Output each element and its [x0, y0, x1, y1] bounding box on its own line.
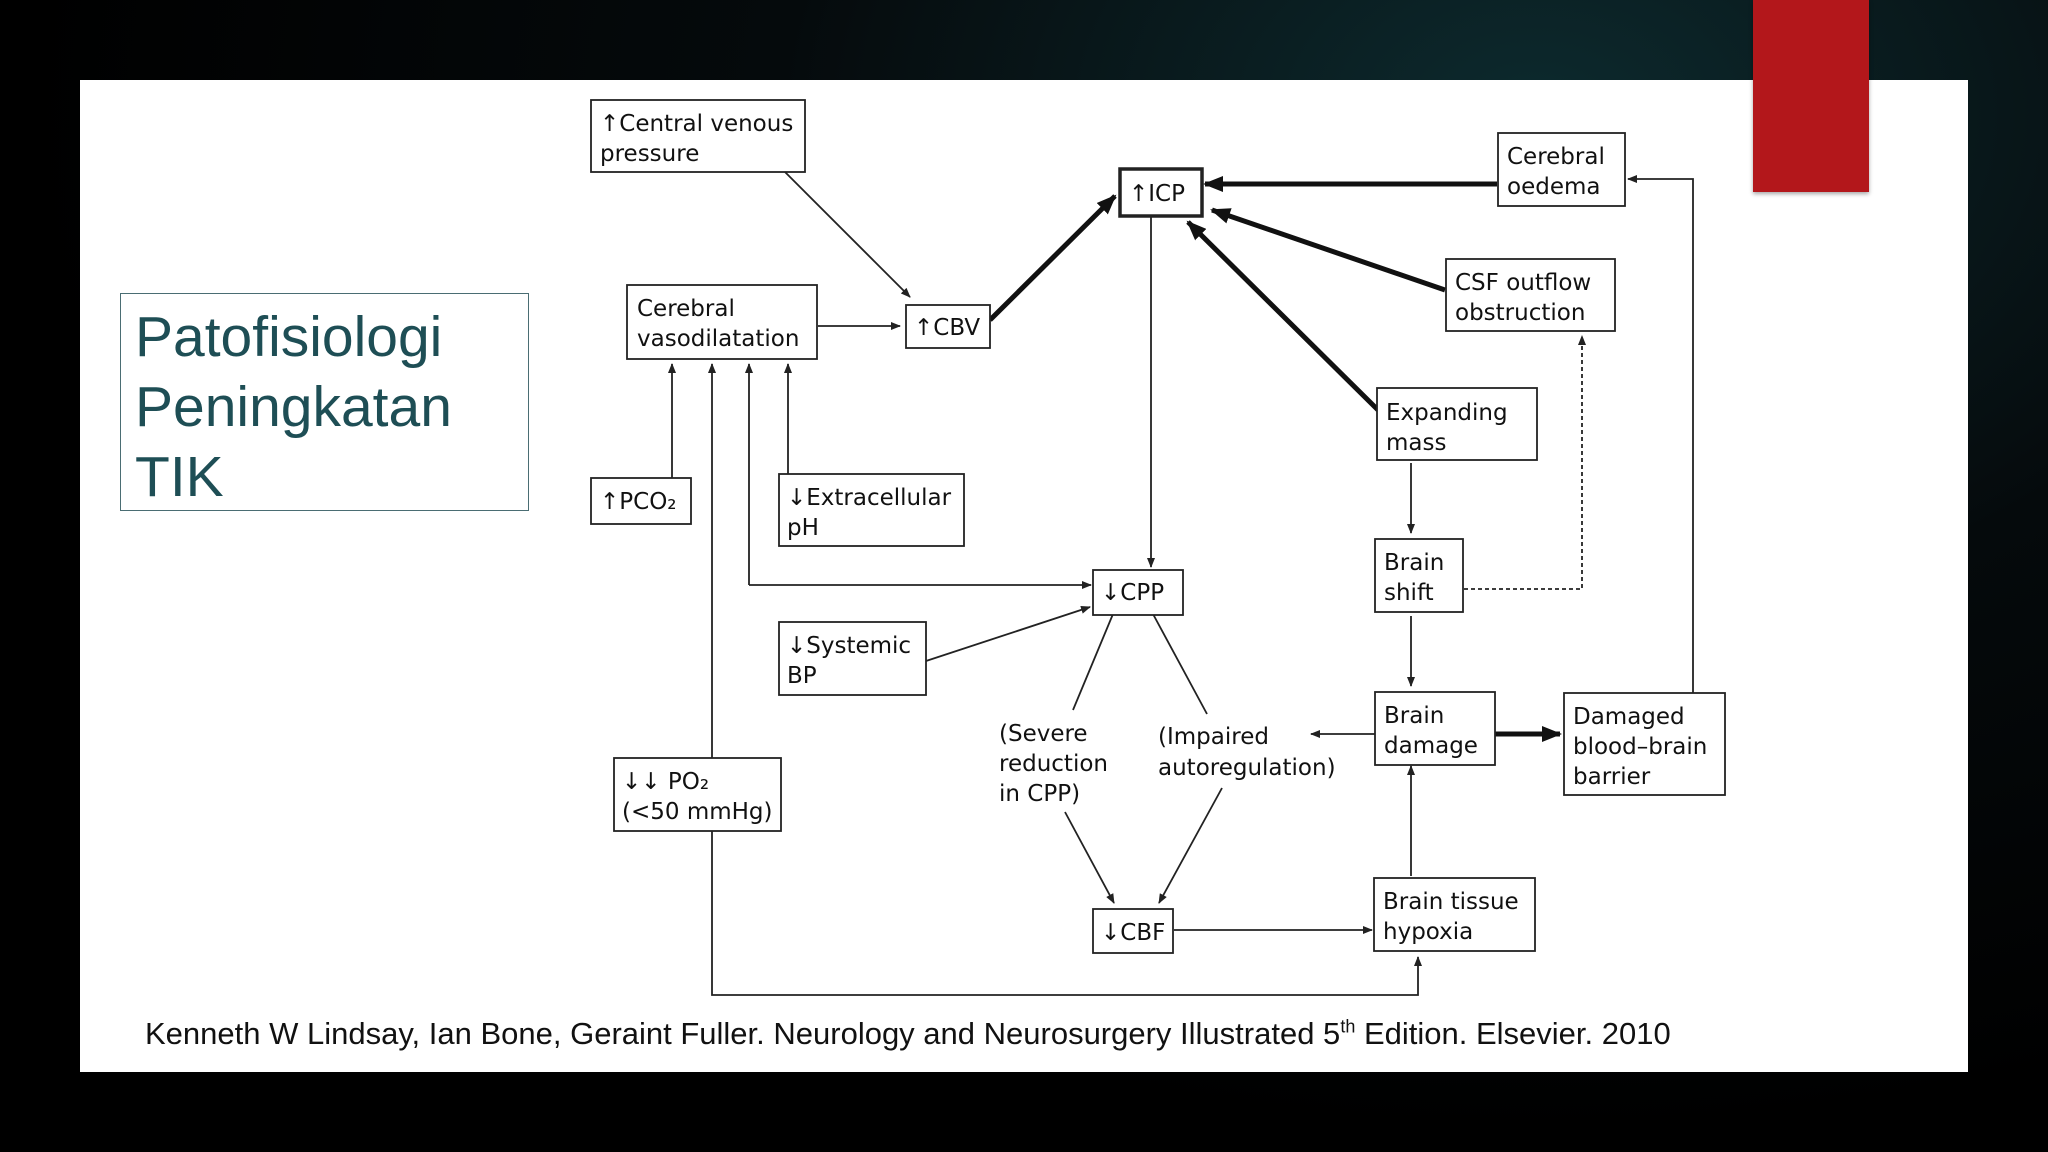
node-vaso-line-1: Cerebral: [637, 296, 735, 322]
node-hypoxia-line-1: Brain tissue: [1383, 889, 1519, 915]
node-csf-line-1: CSF outflow: [1455, 270, 1591, 296]
node-oedema-line-2: oedema: [1507, 174, 1600, 200]
citation-prefix: Kenneth W Lindsay, Ian Bone, Geraint Ful…: [145, 1016, 1341, 1051]
edge-shift-csf: [1464, 335, 1586, 590]
node-bp-line-2: BP: [787, 663, 817, 689]
edge-cpp-severe: [1072, 613, 1114, 711]
slide-title-line-3: TIK: [135, 445, 224, 509]
node-mass-line-1: Expanding: [1386, 400, 1508, 426]
node-bp-line-1: ↓Systemic: [787, 633, 911, 659]
node-cbv-label: ↑CBV: [914, 315, 980, 341]
citation-text: Kenneth W Lindsay, Ian Bone, Geraint Ful…: [145, 1016, 1945, 1052]
node-bbb-line-1: Damaged: [1573, 704, 1685, 730]
label-severe-line-2: reduction: [999, 751, 1108, 777]
node-cbf: ↓CBF: [1092, 908, 1174, 954]
node-expanding-mass: Expanding mass: [1376, 387, 1538, 461]
node-ph-line-2: pH: [787, 515, 819, 541]
node-csf-outflow-obstruction: CSF outflow obstruction: [1445, 258, 1616, 332]
node-damage-line-2: damage: [1384, 733, 1478, 759]
node-damaged-bbb: Damaged blood–brain barrier: [1563, 692, 1726, 796]
label-impaired-line-2: autoregulation): [1158, 755, 1336, 781]
edge-bbb-oedema: [1627, 175, 1694, 693]
label-severe-line-1: (Severe: [999, 721, 1088, 747]
edge-bp-cpp: [925, 606, 1091, 662]
node-cvp-line-2: pressure: [600, 141, 699, 167]
node-damage-line-1: Brain: [1384, 703, 1444, 729]
node-shift-line-2: shift: [1384, 580, 1434, 606]
label-impaired-line-1: (Impaired: [1158, 724, 1269, 750]
slide-title-line-1: Patofisiologi: [135, 305, 443, 369]
node-shift-line-1: Brain: [1384, 550, 1444, 576]
node-cpp-label: ↓CPP: [1101, 580, 1164, 606]
node-pco2: ↑PCO₂: [590, 477, 692, 525]
edge-severe-cbf: [1064, 811, 1115, 904]
node-cbv: ↑CBV: [905, 304, 991, 349]
node-vaso-line-2: vasodilatation: [637, 326, 799, 352]
diagram-connectors: [668, 171, 1694, 996]
node-csf-line-2: obstruction: [1455, 300, 1585, 326]
node-cpp: ↓CPP: [1092, 569, 1184, 616]
citation-suffix: Edition. Elsevier. 2010: [1355, 1016, 1671, 1051]
edge-csf-icp: [1210, 207, 1446, 293]
node-ph-line-1: ↓Extracellular: [787, 485, 952, 511]
node-central-venous-pressure: ↑Central venous pressure: [590, 99, 806, 173]
slide-title-line-2: Peningkatan: [135, 375, 452, 439]
node-bbb-line-2: blood–brain: [1573, 734, 1707, 760]
node-po2-line-1: ↓↓ PO₂: [622, 769, 709, 795]
node-bbb-line-3: barrier: [1573, 764, 1651, 790]
node-extracellular-ph: ↓Extracellular pH: [778, 473, 965, 547]
node-po2-line-2: (<50 mmHg): [622, 799, 773, 825]
node-systemic-bp: ↓Systemic BP: [778, 621, 927, 696]
citation-superscript: th: [1340, 1016, 1356, 1037]
label-severe-line-3: in CPP): [999, 781, 1080, 807]
label-severe-reduction: (Severe reduction in CPP): [999, 721, 1108, 807]
edge-cpp-impaired: [1152, 613, 1208, 715]
node-brain-shift: Brain shift: [1374, 538, 1464, 613]
edge-cvp-cbv: [784, 171, 911, 298]
node-pco2-label: ↑PCO₂: [600, 489, 677, 515]
node-po2: ↓↓ PO₂ (<50 mmHg): [613, 757, 782, 832]
label-impaired-autoregulation: (Impaired autoregulation): [1158, 724, 1336, 781]
node-icp: ↑ICP: [1118, 167, 1204, 218]
node-cbf-label: ↓CBF: [1101, 920, 1165, 946]
node-brain-damage: Brain damage: [1374, 691, 1496, 766]
accent-bar: [1753, 0, 1869, 192]
slide-title-box: Patofisiologi Peningkatan TIK: [120, 293, 529, 511]
node-hypoxia-line-2: hypoxia: [1383, 919, 1473, 945]
edge-mass-icp: [1186, 220, 1380, 412]
node-mass-line-2: mass: [1386, 430, 1446, 456]
node-cerebral-oedema: Cerebral oedema: [1497, 132, 1626, 207]
node-cvp-line-1: ↑Central venous: [600, 111, 793, 137]
node-brain-tissue-hypoxia: Brain tissue hypoxia: [1373, 877, 1536, 952]
edge-impaired-cbf: [1158, 787, 1223, 904]
node-oedema-line-1: Cerebral: [1507, 144, 1605, 170]
edge-po2-hypoxia: [711, 831, 1422, 996]
node-cerebral-vasodilatation: Cerebral vasodilatation: [626, 284, 818, 360]
slide-canvas: [80, 80, 1968, 1072]
node-icp-label: ↑ICP: [1129, 181, 1185, 207]
edge-cbv-icp: [988, 194, 1117, 322]
